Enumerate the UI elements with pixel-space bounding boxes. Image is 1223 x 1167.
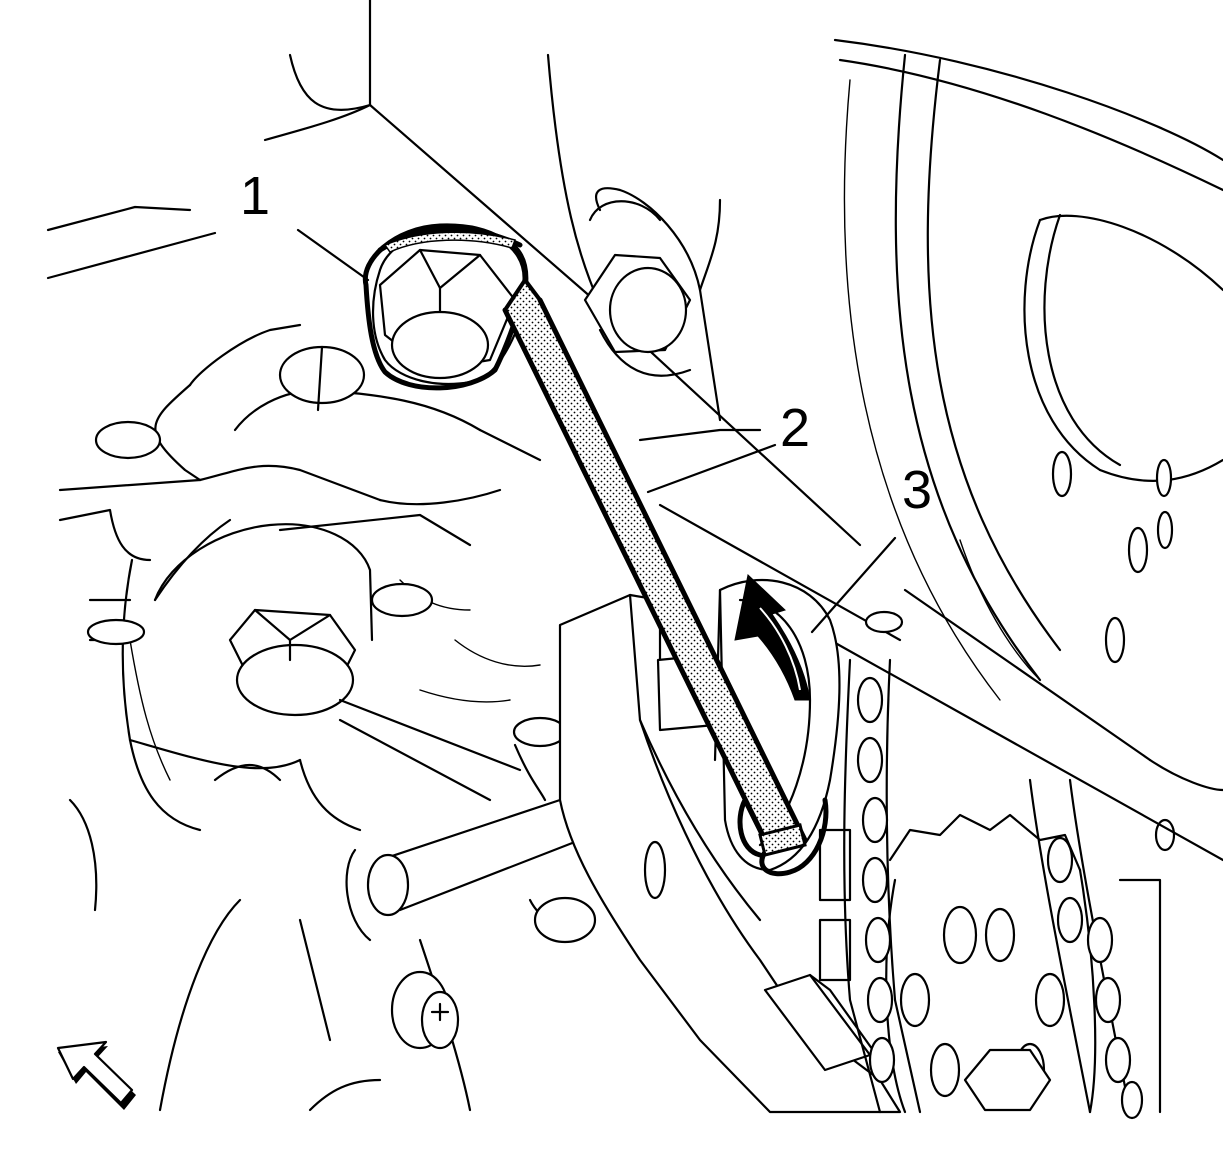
flexplate: [833, 38, 1223, 852]
cam-housing-bolt: [583, 200, 692, 377]
engine-block-upper: [263, 0, 1223, 862]
bolt-1: [362, 223, 529, 391]
engine-block-left: [46, 205, 568, 1112]
leader-line-3: [810, 536, 897, 634]
leader-lines: [296, 228, 897, 634]
tool-strap: [502, 278, 829, 877]
view-direction-arrow-icon: [56, 1040, 136, 1110]
callout-2: 2: [780, 398, 810, 458]
callout-3: 3: [902, 460, 932, 520]
locking-pin: [345, 798, 597, 1050]
callout-1: 1: [240, 166, 270, 226]
timing-chain-left: [818, 658, 922, 1114]
timing-chain-right: [1028, 778, 1162, 1120]
leader-line-1: [296, 228, 370, 282]
guide-bolt: [128, 523, 522, 802]
leader-line-2: [646, 443, 777, 494]
rotation-arrow-icon: [734, 574, 811, 701]
